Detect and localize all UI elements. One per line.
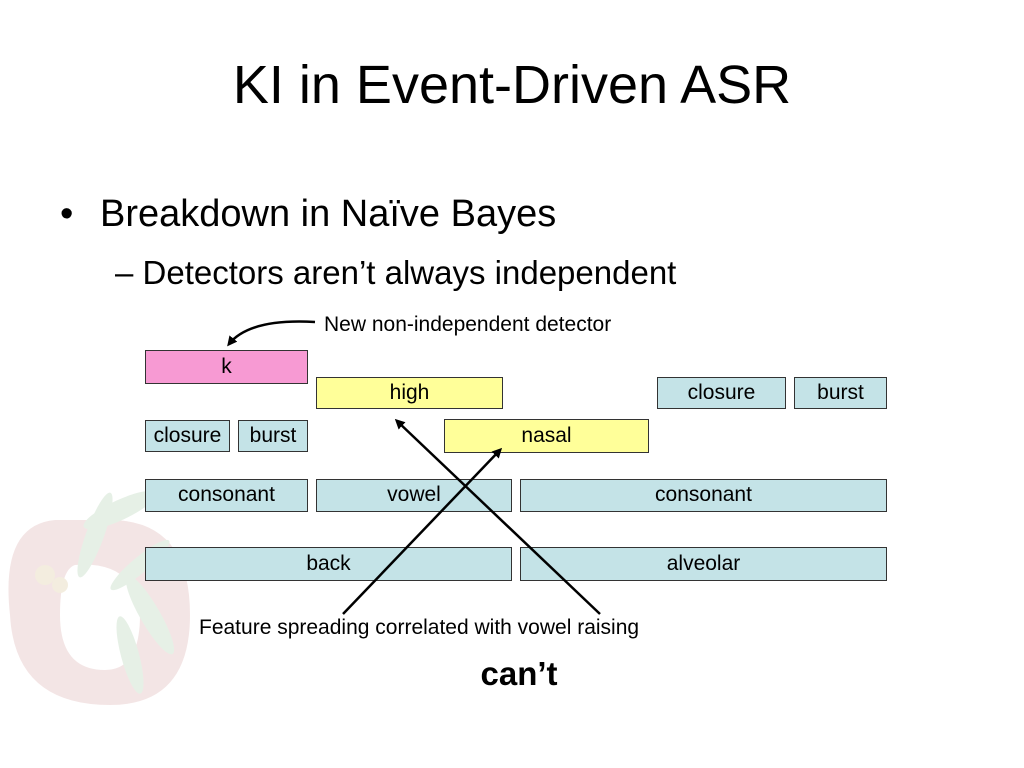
arrow-to-high (394, 418, 601, 615)
detector-burst-left: burst (238, 420, 308, 452)
bullet-main: • Breakdown in Naïve Bayes (60, 195, 556, 233)
detector-nasal: nasal (444, 419, 649, 453)
detector-k: k (145, 350, 308, 384)
detector-high: high (316, 377, 503, 409)
arrow-to-nasal (342, 447, 503, 615)
bullet-dot: • (60, 193, 74, 235)
detector-vowel: vowel (316, 479, 512, 512)
detector-consonant-left: consonant (145, 479, 308, 512)
detector-closure-left: closure (145, 420, 230, 452)
annotation-new-detector: New non-independent detector (324, 313, 612, 336)
annotation-feature-spreading: Feature spreading correlated with vowel … (199, 616, 640, 639)
detector-consonant-right: consonant (520, 479, 887, 512)
detector-alveolar: alveolar (520, 547, 887, 581)
example-word: can’t (480, 655, 558, 692)
detector-back: back (145, 547, 512, 581)
detector-closure-right: closure (657, 377, 786, 409)
slide-title: KI in Event-Driven ASR (232, 55, 792, 115)
detector-burst-right: burst (794, 377, 887, 409)
bullet-main-text: Breakdown in Naïve Bayes (100, 193, 557, 235)
buckeye-watermark-icon (8, 490, 191, 705)
curved-arrow-to-k (227, 320, 316, 347)
bullet-sub: – Detectors aren’t always independent (115, 254, 677, 291)
